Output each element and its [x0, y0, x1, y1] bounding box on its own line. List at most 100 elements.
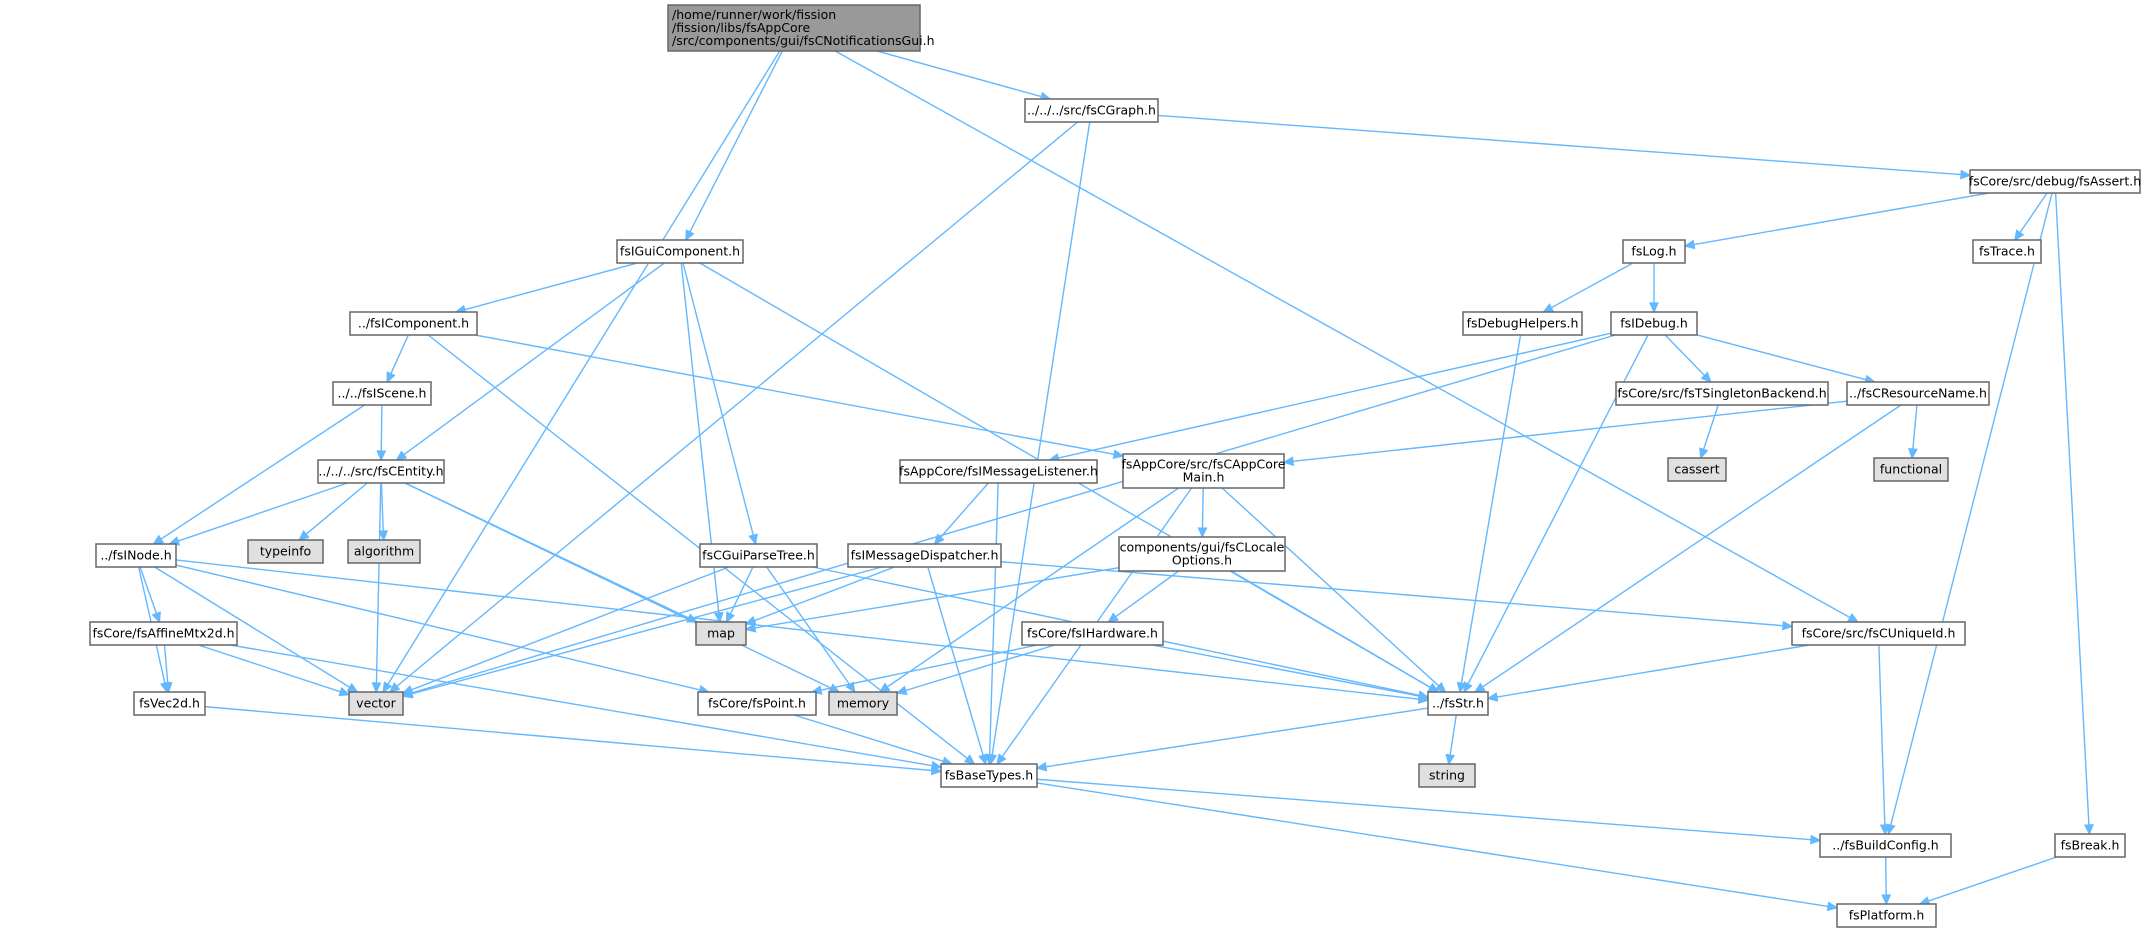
- edge-line: [2054, 192, 2090, 826]
- edge-line: [754, 567, 1120, 629]
- arrowhead: [1542, 303, 1555, 313]
- arrowhead: [298, 530, 310, 541]
- node-fsDebugHelpers[interactable]: fsDebugHelpers.h: [1462, 311, 1583, 336]
- node-fsCUniqueId[interactable]: fsCore/src/fsCUniqueId.h: [1791, 621, 1966, 646]
- node-fsBuildConfig[interactable]: ../fsBuildConfig.h: [1819, 833, 1952, 858]
- node-box: [95, 543, 177, 568]
- edge-line: [1045, 707, 1429, 768]
- edge-fsIDebug-to-fsIMessageListener: [1047, 332, 1612, 463]
- arrowhead: [1107, 612, 1120, 623]
- edge-line: [474, 334, 1115, 456]
- node-label: /src/components/gui/fsCNotificationsGui.…: [672, 33, 935, 48]
- edge-fsIGuiComponent-to-fsCEntity: [395, 262, 665, 461]
- node-fsAssert[interactable]: fsCore/src/debug/fsAssert.h: [1969, 169, 2141, 194]
- node-fsPoint[interactable]: fsCore/fsPoint.h: [697, 691, 817, 716]
- edge-line: [427, 334, 968, 759]
- edge-fsLog-to-fsDebugHelpers: [1542, 262, 1634, 313]
- edge-fsIMessageListener-to-fsIMessageDispatcher: [933, 482, 989, 546]
- node-label: fsIGuiComponent.h: [620, 244, 740, 259]
- node-label: fsAppCore/src/fsCAppCore: [1122, 457, 1286, 472]
- arrowhead: [1810, 834, 1822, 845]
- edge-line: [1878, 644, 1886, 826]
- node-root[interactable]: /home/runner/work/fission/fission/libs/f…: [667, 4, 935, 52]
- edge-fsAssert-to-fsBuildConfig: [1886, 192, 2053, 836]
- edge-fsCResourceName-to-fsStr: [1473, 404, 1902, 693]
- node-string: string: [1418, 763, 1476, 788]
- node-box: [1122, 453, 1285, 489]
- edge-fsIDebug-to-fsCResourceName: [1696, 334, 1877, 385]
- edge-fsIScene-to-fsINode: [152, 404, 365, 545]
- edge-line: [1036, 782, 1829, 908]
- node-label: ../fsIComponent.h: [358, 316, 469, 331]
- node-box: [1024, 98, 1159, 123]
- node-box: [1622, 239, 1686, 264]
- arrowhead: [1649, 302, 1659, 314]
- edge-fsIComponent-to-fsIScene: [386, 334, 409, 384]
- node-fsIDebug[interactable]: fsIDebug.h: [1610, 311, 1698, 336]
- node-fsINode[interactable]: ../fsINode.h: [95, 543, 177, 568]
- node-fsIGuiComponent[interactable]: fsIGuiComponent.h: [616, 239, 744, 264]
- arrowhead: [2014, 229, 2025, 242]
- node-box: [247, 539, 324, 564]
- node-memory: memory: [828, 691, 898, 716]
- node-fsBreak[interactable]: fsBreak.h: [2054, 833, 2126, 858]
- node-fsIHardware[interactable]: fsCore/fsIHardware.h: [1021, 621, 1164, 646]
- edge-line: [1889, 192, 2053, 826]
- edge-fsTSingleton-to-cassert: [1699, 404, 1719, 460]
- edge-line: [1702, 404, 1719, 450]
- edge-fsPoint-to-fsBaseTypes: [793, 714, 954, 766]
- node-fsCEntity[interactable]: ../../../src/fsCEntity.h: [317, 459, 445, 484]
- node-fsIScene[interactable]: ../../fsIScene.h: [332, 381, 432, 406]
- node-fsAffineMtx2d[interactable]: fsCore/fsAffineMtx2d.h: [89, 621, 238, 646]
- node-fsTSingleton[interactable]: fsCore/src/fsTSingletonBackend.h: [1615, 381, 1829, 406]
- node-fsCGraph[interactable]: ../../../src/fsCGraph.h: [1024, 98, 1159, 123]
- node-fsPlatform[interactable]: fsPlatform.h: [1836, 903, 1937, 928]
- node-fsIMessageDispatcher[interactable]: fsIMessageDispatcher.h: [847, 543, 1002, 568]
- node-fsIComponent[interactable]: ../fsIComponent.h: [349, 311, 478, 336]
- edge-fsIGuiComponent-to-fsIComponent: [454, 262, 638, 315]
- edge-line: [305, 482, 368, 535]
- edge-fsIMessageDispatcher-to-vector: [401, 566, 883, 699]
- node-box: [1972, 239, 2042, 264]
- edge-fsAffineMtx2d-to-fsVec2d: [162, 644, 173, 694]
- node-fsLog[interactable]: fsLog.h: [1622, 239, 1686, 264]
- edge-line: [390, 334, 409, 375]
- arrowhead: [1282, 456, 1295, 467]
- node-label: /home/runner/work/fission: [672, 7, 836, 22]
- node-fsVec2d[interactable]: fsVec2d.h: [133, 691, 206, 716]
- edge-line: [1551, 262, 1634, 309]
- edge-fsCResourceName-to-functional: [1908, 404, 1918, 460]
- node-box: [1836, 903, 1937, 928]
- edge-line: [2019, 192, 2048, 233]
- node-box: [1667, 457, 1727, 482]
- edge-fsCGraph-to-vector: [388, 121, 1079, 693]
- node-fsIMessageListener[interactable]: fsAppCore/fsIMessageListener.h: [899, 459, 1098, 484]
- edge-fsCAppCoreMain-to-fsCLocaleOptions: [1197, 487, 1208, 539]
- edge-line: [1693, 192, 1990, 246]
- edge-fsIMessageDispatcher-to-fsCUniqueId: [1000, 561, 1794, 631]
- node-fsTrace[interactable]: fsTrace.h: [1972, 239, 2042, 264]
- node-functional: functional: [1873, 457, 1949, 482]
- arrowhead: [1683, 239, 1696, 250]
- arrowhead: [1700, 371, 1712, 384]
- node-fsCGuiParseTree[interactable]: fsCGuiParseTree.h: [699, 543, 818, 568]
- edge-fsStr-to-string: [1445, 714, 1457, 766]
- node-label: fsTrace.h: [1979, 244, 2035, 259]
- node-fsBaseTypes[interactable]: fsBaseTypes.h: [940, 763, 1038, 788]
- arrowhead: [1879, 824, 1890, 836]
- arrowhead: [1197, 527, 1208, 539]
- node-fsCResourceName[interactable]: ../fsCResourceName.h: [1846, 381, 1990, 406]
- node-box: [940, 763, 1038, 788]
- node-box: [133, 691, 206, 716]
- edge-fsVec2d-to-fsBaseTypes: [204, 705, 943, 776]
- node-box: [667, 4, 921, 52]
- node-label: Main.h: [1183, 470, 1225, 485]
- edge-line: [160, 404, 365, 540]
- edge-line: [988, 482, 999, 756]
- edge-fsCUniqueId-to-fsBuildConfig: [1878, 644, 1890, 836]
- node-fsStr[interactable]: ../fsStr.h: [1427, 691, 1489, 716]
- arrowhead: [685, 229, 695, 242]
